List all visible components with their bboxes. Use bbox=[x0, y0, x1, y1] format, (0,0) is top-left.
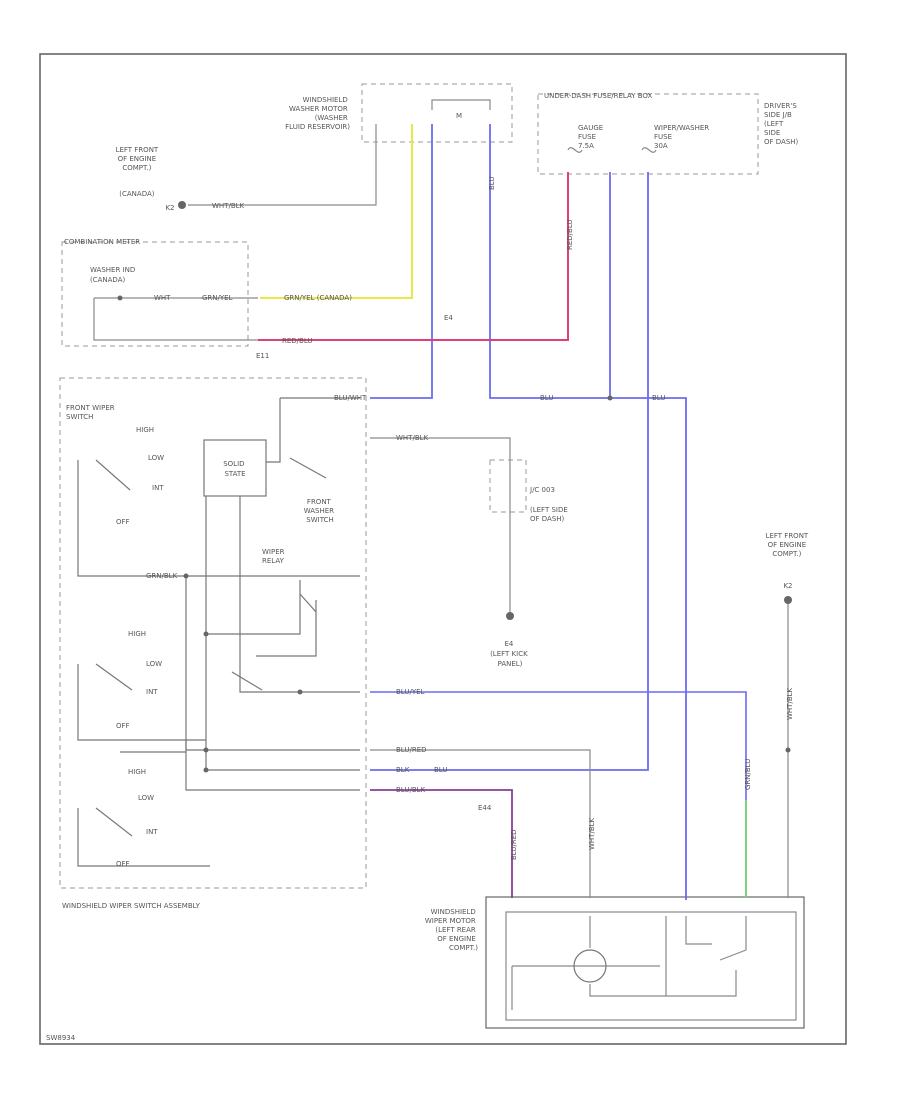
switch-assembly-label: WINDSHIELD WIPER SWITCH ASSEMBLY bbox=[62, 902, 201, 910]
position-high-2: HIGH bbox=[128, 630, 146, 638]
wire-label-grn-yel: GRN/YEL bbox=[202, 294, 233, 302]
motor-icon bbox=[573, 949, 607, 983]
combination-meter-box bbox=[61, 241, 249, 347]
wire-yellow bbox=[260, 124, 413, 299]
fuse-block-box bbox=[537, 93, 759, 175]
sw-internal-2 bbox=[77, 460, 360, 577]
wire-blu-switch bbox=[370, 172, 649, 771]
wire-label-grn-yel-canada: GRN/YEL (CANADA) bbox=[284, 294, 352, 302]
wire-label-blu-blk: BLU/BLK bbox=[396, 786, 426, 794]
wire-label-blu-yel: BLU/YEL bbox=[396, 688, 425, 696]
sw-internal-10 bbox=[185, 740, 360, 791]
wire-label-wht-blk-1: WHT/BLK bbox=[396, 434, 429, 442]
wire-blu-motor bbox=[610, 397, 687, 900]
ground-icon bbox=[178, 201, 792, 620]
wire-violet bbox=[370, 789, 513, 898]
position-int-2: INT bbox=[146, 688, 158, 696]
connector-e4: E4 bbox=[444, 314, 453, 322]
wire-label-red-blu-v: RED/BLU bbox=[566, 219, 574, 250]
footer-code: SW8934 bbox=[46, 1034, 76, 1042]
position-int-3: INT bbox=[146, 828, 158, 836]
position-off-3: OFF bbox=[116, 860, 130, 868]
washer-ind-label: WASHER IND (CANADA) bbox=[90, 266, 137, 284]
wire-label-blu-wht: BLU/WHT bbox=[334, 394, 367, 402]
wiper-motor-inner-box bbox=[505, 911, 797, 1021]
fuse-gauge-label: GAUGE FUSE 7.5A bbox=[578, 124, 605, 150]
connector-e44: E44 bbox=[478, 804, 492, 812]
diagram-frame bbox=[39, 53, 847, 1045]
sw-internal-1 bbox=[266, 397, 360, 463]
wire-label-wht: WHT bbox=[154, 294, 171, 302]
sw-internal-3 bbox=[185, 576, 360, 751]
wire-label-blu-red-v: BLU/RED bbox=[510, 829, 518, 860]
position-int-1: INT bbox=[152, 484, 164, 492]
fuse-block-label: UNDER-DASH FUSE/RELAY BOX bbox=[544, 92, 652, 100]
position-low-1: LOW bbox=[148, 454, 164, 462]
wire-label-blu: BLU bbox=[488, 177, 496, 190]
wire-motor-gray bbox=[370, 749, 591, 898]
front-washer-switch-label: FRONT WASHER SWITCH bbox=[304, 498, 337, 524]
wire-label-blu-2: BLU bbox=[540, 394, 553, 402]
wiper-motor-box bbox=[485, 896, 805, 1029]
wire-blu-int bbox=[370, 691, 747, 898]
jb-side-box bbox=[489, 459, 527, 513]
wire-label-red-blu: RED/BLU bbox=[282, 337, 313, 345]
junction-dots bbox=[117, 295, 791, 773]
wire-label-blk: BLK bbox=[396, 766, 410, 774]
left-front-right-label: LEFT FRONT OF ENGINE COMPT.) K2 bbox=[766, 532, 811, 590]
wire-label-wht-blk-3: WHT/BLK bbox=[588, 817, 596, 850]
wire-label-wht-blk-k2: WHT/BLK bbox=[212, 202, 245, 210]
washer-motor-label: WINDSHIELD WASHER MOTOR (WASHER FLUID RE… bbox=[285, 96, 350, 131]
solid-state-box bbox=[203, 439, 267, 497]
sw-internal-7 bbox=[77, 808, 210, 867]
front-wiper-switch-label: FRONT WIPER SWITCH bbox=[66, 404, 117, 421]
washer-motor-link bbox=[431, 99, 491, 110]
position-off-1: OFF bbox=[116, 518, 130, 526]
wire-label-blu-red: BLU/RED bbox=[396, 746, 427, 754]
fuse-wiper-label: WIPER/WASHER FUSE 30A bbox=[654, 124, 711, 150]
washer-motor-box bbox=[361, 83, 513, 143]
position-low-2: LOW bbox=[146, 660, 162, 668]
wire-wht-blk-k2 bbox=[188, 124, 377, 206]
position-high-1: HIGH bbox=[136, 426, 154, 434]
motor-internal-3 bbox=[666, 916, 747, 997]
jb-side-label: J/C 003 (LEFT SIDE OF DASH) bbox=[529, 486, 570, 523]
sw-internal-5 bbox=[239, 496, 360, 693]
connector-e11: E11 bbox=[256, 352, 269, 360]
wire-meter-left bbox=[93, 298, 258, 341]
driver-side-jb-label: DRIVER'S SIDE J/B (LEFT SIDE OF DASH) bbox=[764, 102, 799, 146]
switch-icon bbox=[95, 457, 327, 837]
motor-internal-1 bbox=[511, 965, 660, 1010]
combination-meter-label: COMBINATION METER bbox=[64, 238, 140, 246]
wiper-relay-label: WIPER RELAY bbox=[262, 548, 287, 565]
solid-state-label: SOLID STATE bbox=[223, 460, 247, 478]
sw-internal-6 bbox=[77, 664, 206, 741]
wire-blu-washer-switch bbox=[370, 124, 433, 399]
sw-internal-9 bbox=[256, 600, 317, 657]
wire-blu-washer bbox=[489, 124, 610, 399]
position-low-3: LOW bbox=[138, 794, 154, 802]
fuse-icon bbox=[567, 147, 657, 153]
motor-internal-2 bbox=[589, 916, 667, 997]
position-off-2: OFF bbox=[116, 722, 130, 730]
wire-label-grn-blk: GRN/BLK bbox=[146, 572, 178, 580]
ground-e4-label: E4 (LEFT KICK PANEL) bbox=[490, 640, 530, 668]
wire-label-grn-blu: GRN/BLU bbox=[744, 759, 752, 790]
wire-pink bbox=[258, 172, 569, 341]
left-front-k2-label: LEFT FRONT OF ENGINE COMPT.) (CANADA) K2 bbox=[116, 146, 175, 212]
wire-label-blu-4: BLU bbox=[434, 766, 447, 774]
sw-internal-4 bbox=[205, 496, 360, 771]
wire-label-wht-blk-2: WHT/BLK bbox=[786, 687, 794, 720]
washer-motor-m: M bbox=[456, 112, 462, 120]
position-high-3: HIGH bbox=[128, 768, 146, 776]
wire-label-blu-3: BLU bbox=[652, 394, 665, 402]
wiper-motor-label: WINDSHIELD WIPER MOTOR (LEFT REAR OF ENG… bbox=[425, 908, 478, 952]
switch-assembly-box bbox=[59, 377, 367, 889]
sw-internal-8 bbox=[206, 580, 301, 635]
wire-ground-e4 bbox=[370, 437, 511, 614]
